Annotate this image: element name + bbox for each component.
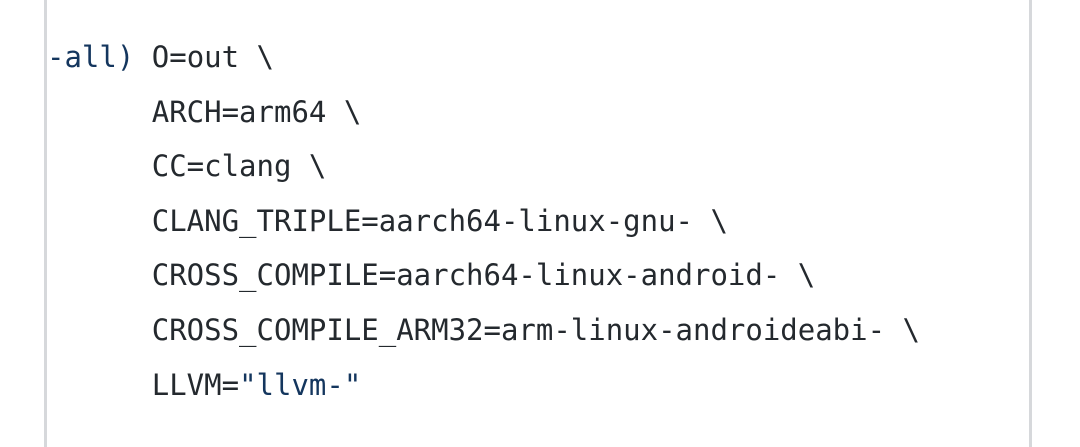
code-indent	[47, 95, 117, 129]
code-block: -all) O=out \ ARCH=arm64 \ CC=clang \ CL…	[47, 30, 920, 412]
code-line-2: ARCH=arm64 \	[47, 85, 920, 140]
code-keyword: -all)	[47, 40, 135, 74]
code-indent	[47, 204, 117, 238]
code-line-7: LLVM="llvm-"	[47, 358, 920, 413]
code-indent	[47, 149, 117, 183]
code-indent	[47, 313, 117, 347]
code-text: CLANG_TRIPLE=aarch64-linux-gnu- \	[116, 203, 728, 238]
code-line-4: CLANG_TRIPLE=aarch64-linux-gnu- \	[47, 194, 920, 249]
code-block-panel: -all) O=out \ ARCH=arm64 \ CC=clang \ CL…	[44, 0, 1032, 447]
code-string: "llvm-"	[239, 367, 362, 402]
code-line-6: CROSS_COMPILE_ARM32=arm-linux-androideab…	[47, 303, 920, 358]
code-text: ARCH=arm64 \	[116, 94, 362, 129]
code-line-5: CROSS_COMPILE=aarch64-linux-android- \	[47, 248, 920, 303]
code-text: CROSS_COMPILE_ARM32=arm-linux-androideab…	[116, 312, 920, 347]
code-text: O=out \	[134, 40, 274, 74]
code-text: CC=clang \	[116, 149, 327, 184]
code-line-3: CC=clang \	[47, 139, 920, 194]
code-text: CROSS_COMPILE=aarch64-linux-android- \	[116, 258, 816, 293]
code-line-1: -all) O=out \	[47, 30, 920, 85]
code-indent	[47, 258, 117, 292]
code-indent	[47, 368, 117, 402]
code-text: LLVM=	[116, 367, 240, 402]
